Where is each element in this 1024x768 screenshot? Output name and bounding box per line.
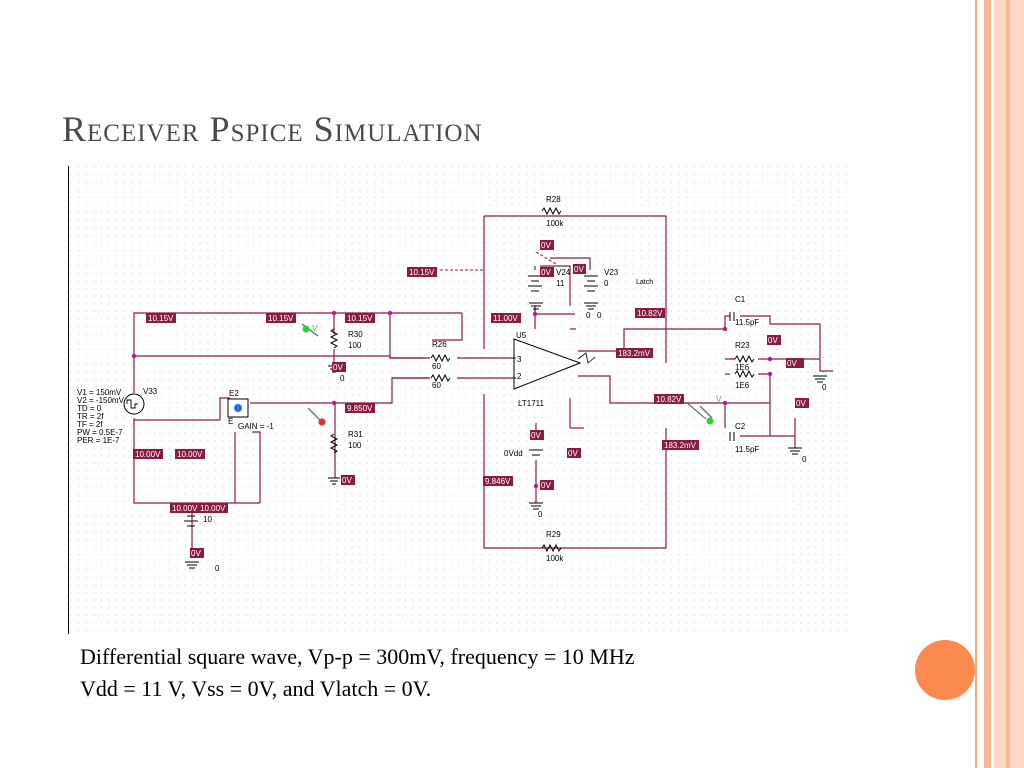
resistor-symbols <box>123 206 755 553</box>
source-param-3: TR = 2f <box>77 412 104 421</box>
net-label: 0V <box>568 449 578 458</box>
edge-stripe-2 <box>984 0 991 768</box>
c1-ref: C1 <box>735 295 746 304</box>
wires <box>133 215 833 549</box>
net-label: 9.850V <box>347 404 373 413</box>
u5-ref: U5 <box>516 331 527 340</box>
net-label: 0V <box>342 476 352 485</box>
r27-val: 60 <box>432 381 441 390</box>
net-label: 11.00V <box>493 314 518 323</box>
edge-stripe-4 <box>1006 0 1010 768</box>
latch-label: Latch <box>636 279 653 286</box>
caption-line-2: Vdd = 11 V, Vss = 0V, and Vlatch = 0V. <box>80 676 432 701</box>
net-label: 10.82V <box>637 309 663 318</box>
v24-ref: V24 <box>556 268 571 277</box>
ground-4: 0 <box>215 564 220 573</box>
net-label: 0V <box>531 431 541 440</box>
net-label: 0V <box>787 359 797 368</box>
r30-val: 100 <box>348 341 362 350</box>
net-label: 183.2mV <box>664 441 697 450</box>
source-param-5: PW = 0.5E-7 <box>77 428 123 437</box>
source-param-1: V2 = -150mV <box>77 396 125 405</box>
net-label: 0V <box>796 399 806 408</box>
v23-ref: V23 <box>604 268 619 277</box>
net-label: 0V <box>768 336 778 345</box>
r23-val-a: 1E6 <box>735 363 750 372</box>
net-label: 0V <box>191 549 201 558</box>
c1-val: 11.5pF <box>735 318 759 327</box>
pspice-schematic: V33 V1 = 150mV V2 = -150mV TD = 0 TR = 2… <box>70 166 850 636</box>
u5-part: LT1711 <box>518 399 544 408</box>
ground-6: 0 <box>802 455 807 464</box>
marker-v2: V <box>716 395 722 404</box>
net-label: 183.2mV <box>618 349 651 358</box>
r26-ref: R26 <box>432 340 447 349</box>
r29-val: 100k <box>546 554 564 563</box>
source-param-6: PER = 1E-7 <box>77 436 120 445</box>
v33-ref: V33 <box>143 387 158 396</box>
vbot-val: 10 <box>203 515 212 524</box>
ground-2: 0 <box>597 311 602 320</box>
net-label: 0V <box>541 268 551 277</box>
source-param-0: V1 = 150mV <box>77 388 122 397</box>
r23-ref: R23 <box>735 341 750 350</box>
ground-symbols <box>185 302 827 569</box>
net-label: 10.00V <box>177 450 203 459</box>
pin-plus: 3 <box>517 355 522 364</box>
net-label: 0V <box>541 241 551 250</box>
probe-markers <box>301 323 714 426</box>
net-label: 10.00V <box>135 450 161 459</box>
r29-ref: R29 <box>546 530 561 539</box>
ground-1: 0 <box>586 311 591 320</box>
net-label: 10.82V <box>656 395 682 404</box>
net-label: 10.00V <box>200 504 226 513</box>
e2-ref: E2 <box>229 389 239 398</box>
edge-stripe-1 <box>975 0 977 768</box>
r31-val: 100 <box>348 441 362 450</box>
ground-3: 0 <box>538 510 543 519</box>
net-label: 10.15V <box>148 314 174 323</box>
slide-title: Receiver Pspice Simulation <box>62 109 483 149</box>
pin-minus: 2 <box>517 372 522 381</box>
c2-val: 11.5pF <box>735 445 759 454</box>
vdd-label: 0Vdd <box>504 449 523 458</box>
net-label: 10.00V <box>172 504 198 513</box>
v24-val: 11 <box>556 279 565 288</box>
net-label: 0V <box>333 363 343 372</box>
caption-line-1: Differential square wave, Vp-p = 300mV, … <box>80 644 635 669</box>
r28-val: 100k <box>546 219 564 228</box>
e2-gain: GAIN = -1 <box>238 422 274 431</box>
source-param-2: TD = 0 <box>77 404 102 413</box>
c2-ref: C2 <box>735 422 746 431</box>
net-label: 0V <box>541 481 551 490</box>
r23-val-b: 1E6 <box>735 381 750 390</box>
junction-dots <box>131 310 773 489</box>
net-label: 10.15V <box>268 314 294 323</box>
r28-ref: R28 <box>546 195 561 204</box>
ground-0: 0 <box>340 374 345 383</box>
title-divider <box>68 166 69 634</box>
v23-val: 0 <box>604 279 609 288</box>
r26-val: 60 <box>432 362 441 371</box>
accent-circle <box>915 640 975 700</box>
marker-v1: V <box>312 324 318 333</box>
net-label: 10.15V <box>347 314 373 323</box>
e2-pin: E <box>228 417 233 426</box>
net-label: 10.15V <box>409 268 435 277</box>
ground-5: 0 <box>822 383 827 392</box>
r31-ref: R31 <box>348 430 363 439</box>
net-label: 0V <box>574 265 584 274</box>
net-label: 9.846V <box>485 477 511 486</box>
net-labels: 10.15V 10.15V 10.15V 10.15V 11.00V 10.82… <box>133 240 809 558</box>
source-param-4: TF = 2f <box>77 420 103 429</box>
r30-ref: R30 <box>348 330 363 339</box>
